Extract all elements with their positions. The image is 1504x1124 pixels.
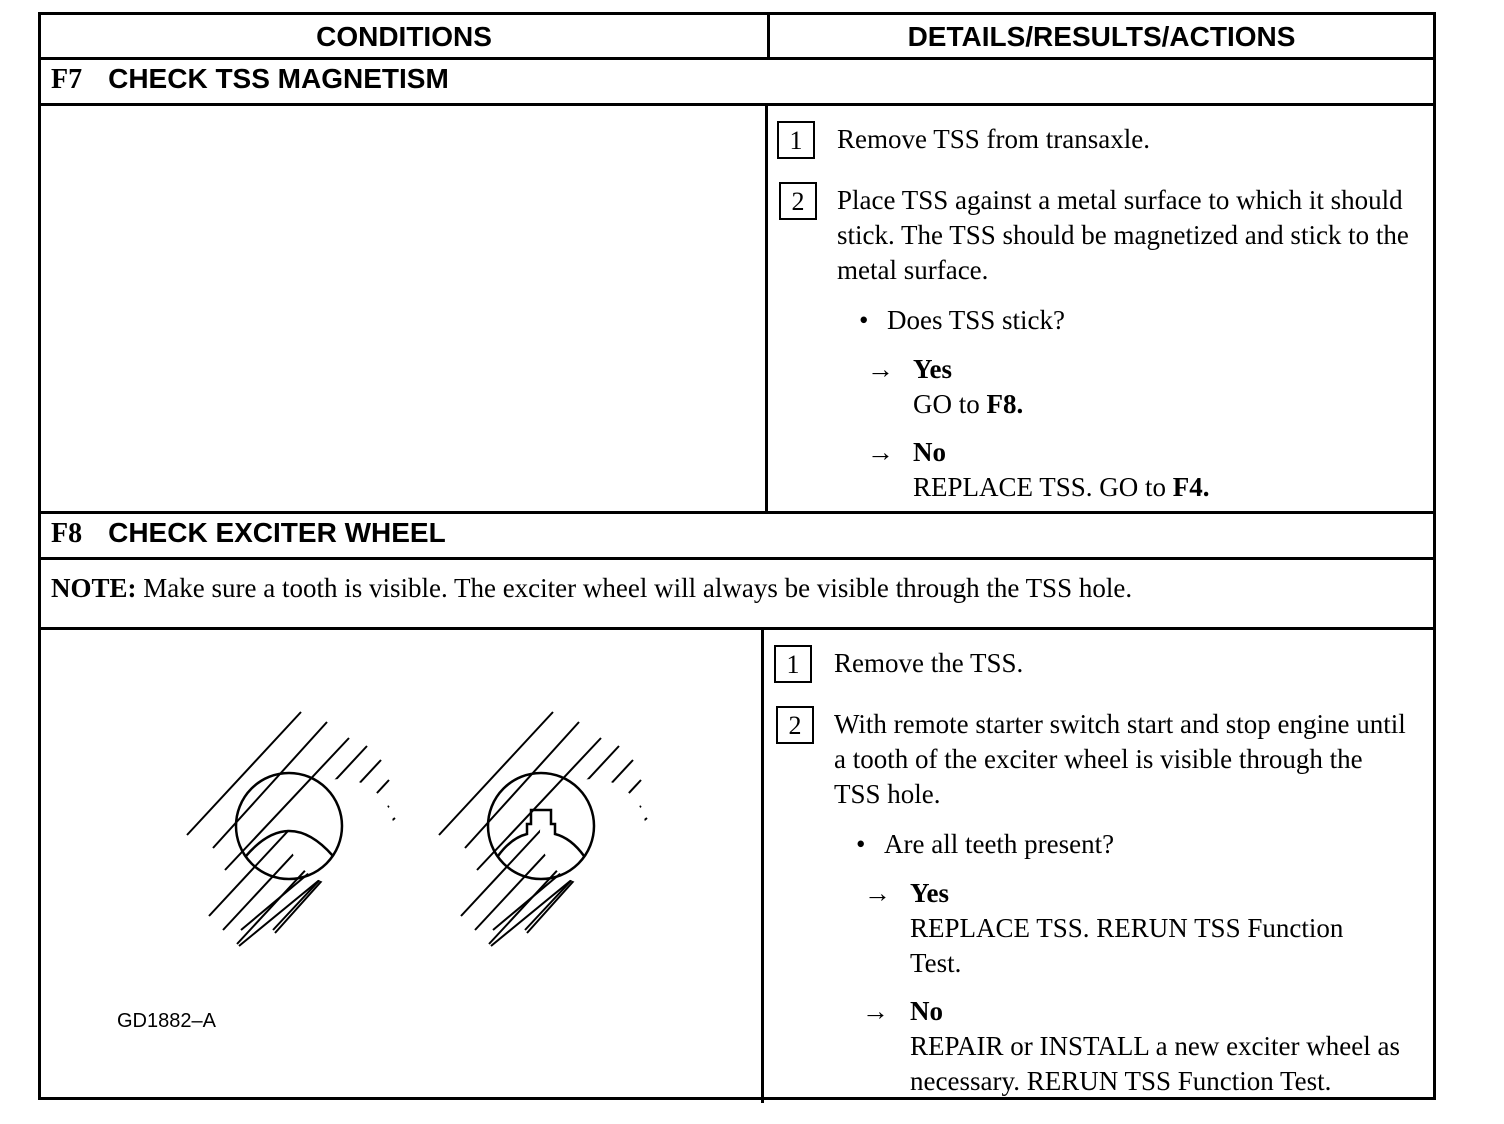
f7-no-branch: → No REPLACE TSS. GO to F4.: [867, 435, 1427, 507]
no-label: No: [913, 437, 946, 467]
rule: [41, 627, 1433, 630]
section-title-f7: F7 CHECK TSS MAGNETISM: [51, 57, 449, 101]
action-text: GO to: [913, 389, 987, 419]
f7-question: • Does TSS stick?: [859, 303, 1259, 339]
no-action: REPLACE TSS. GO to F4.: [913, 470, 1433, 505]
arrow-right-icon: →: [867, 354, 894, 384]
f8-yes-branch: → Yes REPLACE TSS. RERUN TSS Function Te…: [864, 876, 1424, 982]
yes-label: Yes: [910, 878, 949, 908]
step-number-box: 1: [774, 645, 812, 683]
f8-no-branch: → No REPAIR or INSTALL a new exciter whe…: [862, 994, 1422, 1100]
yes-action: REPLACE TSS. RERUN TSS Function Test.: [910, 913, 1344, 978]
step-number-box: 1: [777, 121, 815, 159]
column-divider-f7: [765, 103, 768, 512]
rule: [41, 557, 1433, 560]
section-title-f8: F8 CHECK EXCITER WHEEL: [51, 511, 446, 555]
step-number-box: 2: [779, 182, 817, 220]
step-text: Remove the TSS.: [834, 648, 1024, 678]
hatch-right: [438, 711, 648, 947]
exciter-wheel-figure: GD1882–A: [41, 630, 759, 1100]
question-text: Does TSS stick?: [887, 305, 1066, 335]
hatch-left: [186, 711, 396, 947]
bullet-icon: •: [856, 829, 866, 859]
arrow-right-icon: →: [867, 437, 894, 467]
section-code-f7: F7: [51, 64, 83, 95]
bullet-icon: •: [859, 305, 869, 335]
no-label: No: [910, 996, 943, 1026]
step-text: With remote starter switch start and sto…: [834, 709, 1406, 809]
section-heading-f7: CHECK TSS MAGNETISM: [108, 63, 449, 94]
step-number-box: 2: [776, 706, 814, 744]
column-header-details: DETAILS/RESULTS/ACTIONS: [907, 21, 1296, 52]
no-action: REPAIR or INSTALL a new exciter wheel as…: [910, 1031, 1400, 1096]
rule: [41, 57, 1433, 60]
column-header-conditions: CONDITIONS: [316, 21, 492, 52]
f8-step-1: 1 Remove the TSS.: [774, 645, 1424, 685]
action-reference[interactable]: F8.: [986, 389, 1024, 419]
question-text: Are all teeth present?: [884, 829, 1115, 859]
section-heading-f8: CHECK EXCITER WHEEL: [108, 517, 446, 548]
note-text: Make sure a tooth is visible. The excite…: [136, 573, 1133, 603]
note-label: NOTE:: [51, 573, 137, 603]
figure-code: GD1882–A: [117, 1010, 216, 1032]
step-text: Place TSS against a metal surface to whi…: [837, 185, 1409, 285]
rule: [41, 103, 1433, 106]
step-text: Remove TSS from transaxle.: [837, 124, 1150, 154]
f7-step-1: 1 Remove TSS from transaxle.: [777, 121, 1427, 161]
section-code-f8: F8: [51, 518, 83, 549]
f7-yes-branch: → Yes GO to F8.: [867, 352, 1427, 424]
rule: [41, 511, 1433, 514]
header-divider: [767, 15, 770, 59]
action-text: REPLACE TSS. GO to: [913, 472, 1173, 502]
arrow-right-icon: →: [862, 996, 889, 1026]
tss-hole-with-tooth: [486, 771, 596, 881]
tss-hole-no-tooth: [234, 771, 344, 881]
f8-question: • Are all teeth present?: [856, 827, 1256, 863]
yes-label: Yes: [913, 354, 952, 384]
column-divider-f8: [761, 627, 764, 1103]
tss-hole-illustration: [186, 711, 648, 947]
f8-note: NOTE: Make sure a tooth is visible. The …: [51, 571, 1132, 606]
action-reference[interactable]: F4.: [1172, 472, 1210, 502]
f7-step-2: 2 Place TSS against a metal surface to w…: [779, 182, 1429, 292]
yes-action: GO to F8.: [913, 387, 1433, 422]
f8-step-2: 2 With remote starter switch start and s…: [776, 706, 1426, 816]
arrow-right-icon: →: [864, 878, 891, 908]
